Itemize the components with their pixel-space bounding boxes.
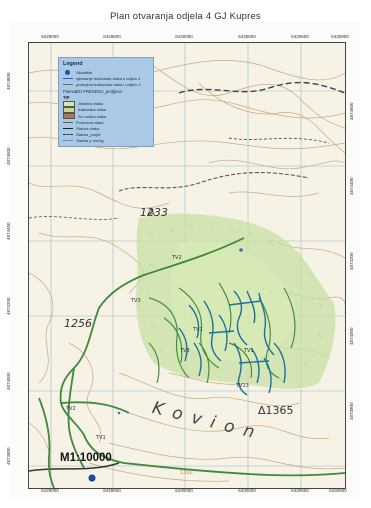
coord-left-3: 4874400 xyxy=(6,222,11,240)
road-network xyxy=(29,81,345,472)
spot-height-label-1233: 1233 xyxy=(140,206,168,219)
tv-label: TV2 xyxy=(66,406,76,412)
tv-label: TV1 xyxy=(244,348,254,354)
legend-item-label: Pomoćna vlaka xyxy=(76,119,104,125)
coord-bottom-6: 6430900 xyxy=(329,488,347,493)
legend-item-label: sjeckanje traktorska vlaka u odjelu 4 xyxy=(76,75,141,81)
coord-bottom-5: 6430600 xyxy=(291,488,309,493)
map-scale: M1:10000 xyxy=(60,452,112,464)
contour-label-1300: 1300 xyxy=(180,470,193,476)
springs xyxy=(117,248,243,415)
legend-group-sub: TIP xyxy=(63,95,70,101)
coord-top-5: 6430600 xyxy=(291,34,309,39)
legend-title: Legend xyxy=(63,61,83,67)
forest-area xyxy=(136,213,336,389)
coord-top-6: 6430900 xyxy=(331,34,349,39)
legend-group-item: Pomoćna vlaka xyxy=(63,119,149,125)
coord-bottom-4: 6430600 xyxy=(238,488,256,493)
green-line-icon xyxy=(63,83,73,85)
legend-item-planned-track: sjeckanje traktorska vlaka u odjelu 4 xyxy=(63,75,149,81)
map-title: Plan otvaranja odjela 4 GJ Kupres xyxy=(110,11,261,22)
coord-top-1: 6429000 xyxy=(41,34,59,39)
coord-bottom-2: 6429600 xyxy=(103,488,121,493)
coord-left-6: 4873800 xyxy=(6,447,11,465)
warehouse-dot-icon xyxy=(65,69,70,75)
coord-top-2: 6429600 xyxy=(103,34,121,39)
legend-group-item: traktorska vlaka xyxy=(63,106,149,113)
topographic-map[interactable] xyxy=(29,43,345,488)
black-line-icon xyxy=(63,127,73,129)
coord-bottom-1: 6429000 xyxy=(41,488,59,493)
coord-top-4: 6430600 xyxy=(238,34,256,39)
legend-item-label: postojeća traktorska vlaka u odjelu 4 xyxy=(76,81,141,87)
coord-right-5: 4873800 xyxy=(349,402,354,420)
coord-left-1: 4874800 xyxy=(6,72,11,90)
coord-left-4: 4874200 xyxy=(6,297,11,315)
dashed-line-icon xyxy=(63,134,73,136)
coord-right-3: 4874200 xyxy=(349,252,354,270)
blue-line-icon xyxy=(63,77,73,79)
legend-group-item: Stavka y vivinig xyxy=(63,138,149,144)
tv-label: TV3 xyxy=(131,298,141,304)
coord-top-3: 6430000 xyxy=(175,34,193,39)
coord-bottom-3: 6430000 xyxy=(175,488,193,493)
legend-item-existing-track: postojeća traktorska vlaka u odjelu 4 xyxy=(63,81,149,87)
map-legend: Legend Skladište sjeckanje traktorska vl… xyxy=(58,57,154,147)
tv-label: TV3 xyxy=(180,348,190,354)
coord-right-2: 4874400 xyxy=(349,177,354,195)
planned-tractor-tracks xyxy=(178,290,286,396)
legend-group-item: Sn vodica vlaka xyxy=(63,113,149,120)
warehouse-marker[interactable] xyxy=(88,474,96,482)
legend-item-warehouse: Skladište xyxy=(63,69,149,75)
legend-item-label: Stavka_projet xyxy=(76,132,101,138)
spot-height-markers xyxy=(147,208,155,215)
brown-box-icon xyxy=(63,113,75,120)
brown-line-icon xyxy=(63,121,73,123)
spot-height-label-1365: Δ1365 xyxy=(258,404,294,417)
legend-item-label: Stavna vlaka xyxy=(76,125,99,131)
compartment-boundary xyxy=(38,237,345,488)
purple-dashed-line-icon xyxy=(63,140,73,142)
legend-item-label: Jedarna vlaka xyxy=(78,101,103,107)
light-green-box-icon xyxy=(63,100,75,107)
coord-left-2: 4874600 xyxy=(6,147,11,165)
legend-item-label: Skladište xyxy=(76,69,93,75)
tv-label: TV1 xyxy=(193,327,203,333)
legend-item-label: Sn vodica vlaka xyxy=(78,113,107,119)
coord-right-4: 4874000 xyxy=(349,327,354,345)
legend-group-title: PutevaBIJ PRESEKO_protjjeva xyxy=(63,88,122,94)
tv-label: TV1 xyxy=(96,435,106,441)
legend-group-item: Stavka_projet xyxy=(63,132,149,138)
coord-right-1: 4874600 xyxy=(349,102,354,120)
coord-left-5: 4874000 xyxy=(6,372,11,390)
legend-item-label: traktorska vlaka xyxy=(78,107,107,113)
olive-box-icon xyxy=(63,106,75,113)
legend-group-item: Stavna vlaka xyxy=(63,125,149,131)
tv-label: TV2 xyxy=(172,255,182,261)
legend-item-label: Stavka y vivinig xyxy=(76,138,104,144)
spot-height-label-1256: 1256 xyxy=(64,317,92,330)
existing-tractor-tracks xyxy=(148,282,296,384)
tv-label: TV13 xyxy=(236,383,249,389)
legend-group-item: Jedarna vlaka xyxy=(63,100,149,107)
